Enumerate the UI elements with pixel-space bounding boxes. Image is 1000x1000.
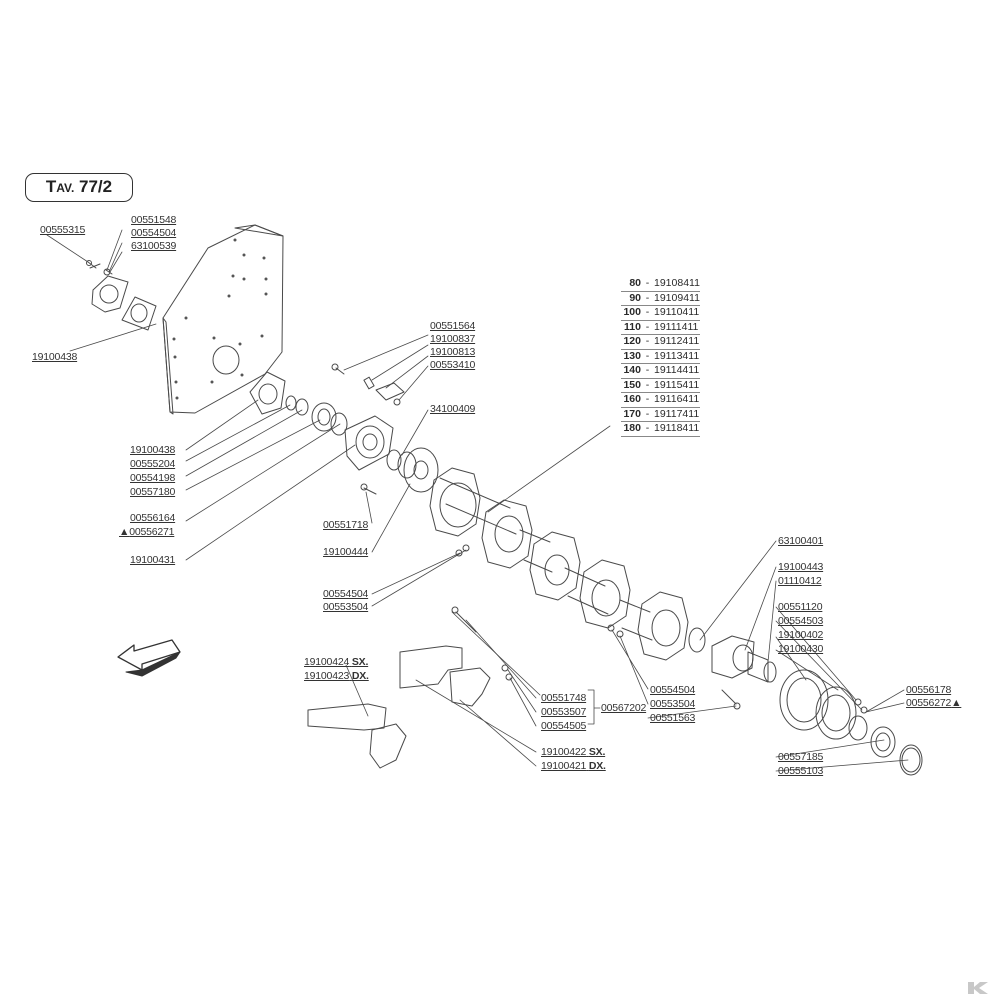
- direction-arrow-icon: [117, 639, 181, 677]
- cover-plate-small: [86, 260, 157, 331]
- label-19100402: 19100402: [778, 629, 824, 641]
- label-19100444: 19100444: [323, 546, 369, 558]
- label-00556272: 00556272▲: [906, 697, 962, 709]
- label-00555204: 00555204: [130, 458, 176, 470]
- label-19100430: 19100430: [778, 643, 824, 655]
- label-19100431: 19100431: [130, 554, 176, 566]
- label-00556271: ▲00556271: [119, 526, 175, 538]
- shaft-size-row: 160-19116411: [621, 393, 700, 408]
- side-plate: [162, 224, 284, 415]
- label-19100837: 19100837: [430, 333, 476, 345]
- label-00557180: 00557180: [130, 486, 176, 498]
- shaft-size-row: 140-19114411: [621, 364, 700, 379]
- label-01110412: 01110412: [778, 575, 822, 587]
- label-00557185: 00557185: [778, 751, 824, 763]
- label-00551748: 00551748: [541, 692, 587, 704]
- drive-flange: [360, 447, 439, 495]
- label-19100438: 19100438: [130, 444, 176, 456]
- gasket-right: [249, 371, 286, 415]
- plate-title-badge: TAV. 77/2: [25, 173, 133, 202]
- label-00554505: 00554505: [541, 720, 587, 732]
- label-00553504-low: 00553504: [650, 698, 696, 710]
- label-00551718: 00551718: [323, 519, 369, 531]
- shaft-length-table: 80-19108411 90-19109411 100-19110411 110…: [621, 277, 700, 437]
- label-00551548: 00551548: [131, 214, 177, 226]
- label-00553504-mid: 00553504: [323, 601, 369, 613]
- label-00556164: 00556164: [130, 512, 176, 524]
- label-19100443: 19100443: [778, 561, 824, 573]
- brand-k-logo-icon: [968, 982, 988, 994]
- label-00553410: 00553410: [430, 359, 476, 371]
- label-19100422: 19100422 SX.: [541, 746, 606, 758]
- shaft-size-row: 80-19108411: [621, 277, 700, 292]
- label-00551120: 00551120: [778, 601, 823, 613]
- label-00555315: 00555315: [40, 224, 86, 236]
- label-00567202: 00567202: [601, 702, 647, 714]
- label-00554503: 00554503: [778, 615, 824, 627]
- shaft-size-row: 180-19118411: [621, 422, 700, 437]
- shaft-size-row: 100-19110411: [621, 306, 700, 321]
- shaft-size-row: 150-19115411: [621, 379, 700, 393]
- label-63100401: 63100401: [778, 535, 824, 547]
- label-00554504: 00554504: [131, 227, 177, 239]
- label-00556178: 00556178: [906, 684, 952, 696]
- label-19100813: 19100813: [430, 346, 476, 358]
- hub-assembly: [688, 627, 923, 776]
- label-00551563: 00551563: [650, 712, 696, 724]
- bearing-stack: [285, 363, 405, 471]
- label-00554198: 00554198: [130, 472, 176, 484]
- label-00554504-low: 00554504: [650, 684, 696, 696]
- label-00555103: 00555103: [778, 765, 824, 777]
- label-19100438-plate: 19100438: [32, 351, 78, 363]
- shaft-size-row: 120-19112411: [621, 335, 700, 350]
- leader-lines: [46, 229, 909, 772]
- label-63100539: 63100539: [131, 240, 177, 252]
- label-34100409: 34100409: [430, 403, 476, 415]
- shaft-size-row: 90-19109411: [621, 292, 700, 306]
- label-00553507: 00553507: [541, 706, 587, 718]
- label-00551564: 00551564: [430, 320, 476, 332]
- label-19100424: 19100424 SX.: [304, 656, 369, 668]
- label-19100423: 19100423 DX.: [304, 670, 369, 682]
- blades: [307, 606, 513, 769]
- shaft-size-row: 110-19111411: [621, 321, 700, 335]
- label-19100421: 19100421 DX.: [541, 760, 606, 772]
- shaft-size-row: 170-19117411: [621, 408, 700, 422]
- shaft-size-row: 130-19113411: [621, 350, 700, 364]
- label-00554504-mid: 00554504: [323, 588, 369, 600]
- rotor-shaft: [429, 467, 689, 661]
